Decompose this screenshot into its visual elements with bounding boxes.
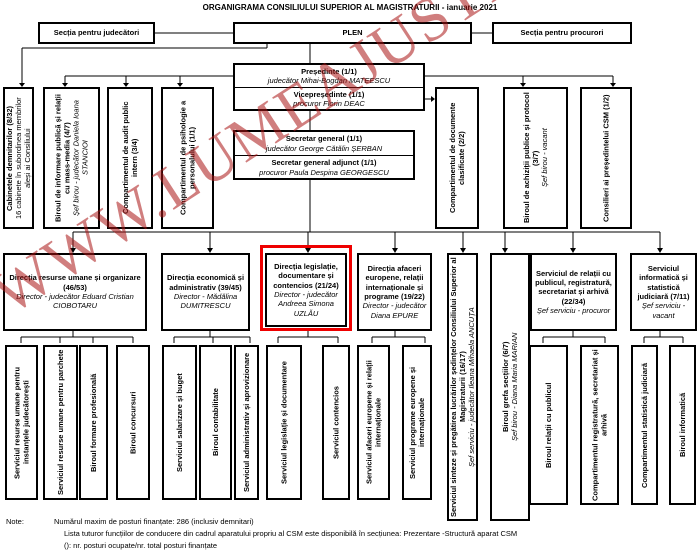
unit-sub: 16 cabinete în subordinea membrilor aleș… (14, 97, 32, 219)
direction-sub: Șef serviciu - procuror (536, 306, 611, 316)
sub-unit-label: Serviciul contencios (331, 386, 341, 459)
direction-box: Serviciul de relații cu publicul, regist… (530, 253, 617, 331)
direction-box: Direcția resurse umane și organizare (46… (3, 253, 147, 331)
plen-box: PLEN (233, 22, 472, 44)
unit-title: Biroul de informare publică și relații c… (53, 94, 72, 222)
unit-title: Cabinetele demnitarilor (8/32) (5, 105, 14, 211)
sub-unit-label: Serviciul afaceri europene și relații in… (364, 360, 383, 485)
vicepresedinte-name: procuror Florin DEAC (293, 99, 365, 108)
direction-sub: Șef birou - Diana Maria MARIAN (510, 332, 519, 442)
direction-title: Biroul grefa secțiilor (6/7) (501, 341, 510, 433)
sub-unit-label: Serviciul resurse umane pentru instanțel… (12, 366, 31, 479)
upper-unit: Compartimentul de documente clasificate … (435, 87, 479, 229)
secretar-adj-name: procuror Paula Despina GEORGESCU (259, 167, 389, 177)
direction-box: Direcția legislație, documentare și cont… (265, 253, 347, 327)
direction-box: Serviciul informatică și statistică judi… (630, 253, 697, 331)
direction-title: Direcția economică și administrativ (39/… (166, 273, 245, 292)
direction-sub: Director - Mădălina DUMITRESCU (173, 292, 238, 311)
sub-unit-label: Biroul formare profesională (89, 373, 98, 472)
sub-unit: Serviciul legislație și documentare (266, 345, 302, 500)
sub-unit: Serviciul resurse umane pentru instanțel… (5, 345, 38, 500)
sectia-judecatori-box: Secția pentru judecători (38, 22, 155, 44)
upper-unit: Cabinetele demnitarilor (8/32)16 cabinet… (3, 87, 34, 229)
secretar-adj-title: Secretar general adjunct (1/1) (271, 158, 377, 168)
secretar-name: judecător George Cătălin ȘERBAN (265, 143, 383, 153)
sectia-procurori-label: Secția pentru procurori (520, 28, 604, 38)
direction-title: Direcția resurse umane și organizare (46… (9, 273, 141, 292)
unit-title: Compartimentul de documente clasificate … (448, 102, 466, 214)
unit-title: Compartimentul de audit public intern (3… (121, 101, 139, 215)
unit-title: Consilieri ai președintelui CSM (1/2) (601, 94, 611, 222)
unit-title: Biroul de achiziții publice și protocol … (522, 92, 540, 224)
notes-label: Note: (6, 517, 24, 526)
direction-title: Direcția legislație, documentare și cont… (273, 261, 339, 290)
sub-unit-label: Biroul contabilitate (211, 388, 220, 457)
note-line: Lista tuturor funcțiilor de conducere di… (64, 529, 518, 538)
vicepresedinte-title: Vicepreședinte (1/1) (293, 89, 365, 99)
sub-unit-label: Biroul concursuri (128, 391, 138, 454)
sub-unit-label: Serviciul programe europene și internați… (408, 366, 426, 479)
sectia-judecatori-label: Secția pentru judecători (53, 28, 140, 38)
sub-unit: Serviciul afaceri europene și relații in… (357, 345, 390, 500)
direction-box: Biroul grefa secțiilor (6/7)Șef birou - … (490, 253, 530, 521)
sub-unit-label: Compartimentul statistică judiciară (640, 362, 649, 488)
sub-unit: Compartimentul statistică judiciară (631, 345, 658, 505)
plen-label: PLEN (342, 28, 363, 38)
sub-unit-label: Serviciul administrativ și aprovizionare (242, 352, 251, 493)
direction-sub: Director - judecător Diana EPURE (362, 301, 427, 320)
direction-box: Direcția economică și administrativ (39/… (161, 253, 250, 331)
unit-sub: Șef birou - judecător Daniela Ioana STAN… (71, 100, 90, 216)
sub-unit: Biroul informatică (669, 345, 696, 505)
note-line: (): nr. posturi ocupate/nr. total postur… (64, 541, 218, 550)
sub-unit-label: Serviciul resurse umane pentru parchete (56, 349, 65, 496)
sub-unit-label: Biroul relații cu publicul (544, 382, 553, 468)
unit-sub: Șef birou - vacant (540, 128, 549, 188)
direction-box: Serviciul sinteze și pregătirea lucrăril… (447, 253, 478, 521)
direction-sub: Director - judecător Eduard Cristian CIO… (16, 292, 134, 311)
sub-unit: Biroul relații cu publicul (529, 345, 568, 505)
presedinte-box: Președinte (1/1)judecător Mihai-Bogdan M… (233, 63, 425, 111)
sub-unit-label: Compartimentul registratură, secretariat… (590, 349, 609, 501)
secretar-title: Secretar general (1/1) (285, 134, 363, 144)
direction-title: Serviciul de relații cu publicul, regist… (535, 268, 612, 306)
direction-sub: Director - judecător Andreea Simona UZLĂ… (274, 290, 338, 318)
direction-title: Direcția afaceri europene, relații inter… (364, 263, 425, 301)
sub-unit-label: Serviciul legislație și documentare (279, 361, 289, 484)
upper-unit: Compartimentul de audit public intern (3… (107, 87, 153, 229)
direction-title: Serviciul informatică și statistică judi… (637, 263, 690, 301)
sub-unit: Compartimentul registratură, secretariat… (580, 345, 619, 505)
direction-sub: Șef serviciu - judecător Ileana Mihaela … (467, 307, 476, 467)
sub-unit: Biroul concursuri (116, 345, 150, 500)
sub-unit-label: Biroul informatică (678, 392, 687, 458)
unit-title: Compartimentul de psihologie a personalu… (178, 100, 197, 216)
upper-unit: Biroul de informare publică și relații c… (43, 87, 100, 229)
sub-unit: Serviciul programe europene și internați… (402, 345, 432, 500)
direction-title: Serviciul sinteze și pregătirea lucrăril… (449, 257, 467, 517)
sectia-procurori-box: Secția pentru procurori (492, 22, 632, 44)
upper-unit: Biroul de achiziții publice și protocol … (503, 87, 568, 229)
direction-box: Direcția afaceri europene, relații inter… (357, 253, 432, 331)
chart-title: ORGANIGRAMA CONSILIULUI SUPERIOR AL MAGI… (202, 3, 498, 12)
presedinte-name: judecător Mihai-Bogdan MATEESCU (267, 76, 391, 85)
sub-unit: Serviciul salarizare și buget (162, 345, 197, 500)
sub-unit-label: Serviciul salarizare și buget (175, 373, 184, 472)
sub-unit: Biroul formare profesională (79, 345, 108, 500)
upper-unit: Compartimentul de psihologie a personalu… (161, 87, 214, 229)
direction-sub: Șef serviciu - vacant (641, 301, 686, 320)
upper-unit: Consilieri ai președintelui CSM (1/2) (580, 87, 632, 229)
sub-unit: Serviciul resurse umane pentru parchete (43, 345, 78, 500)
sub-unit: Serviciul administrativ și aprovizionare (234, 345, 259, 500)
presedinte-title: Președinte (1/1) (301, 66, 357, 76)
sub-unit: Serviciul contencios (322, 345, 350, 500)
sub-unit: Biroul contabilitate (199, 345, 232, 500)
note-line: Numărul maxim de posturi finanțate: 286 … (54, 517, 254, 526)
secretar-general-box: Secretar general (1/1)judecător George C… (233, 130, 415, 180)
